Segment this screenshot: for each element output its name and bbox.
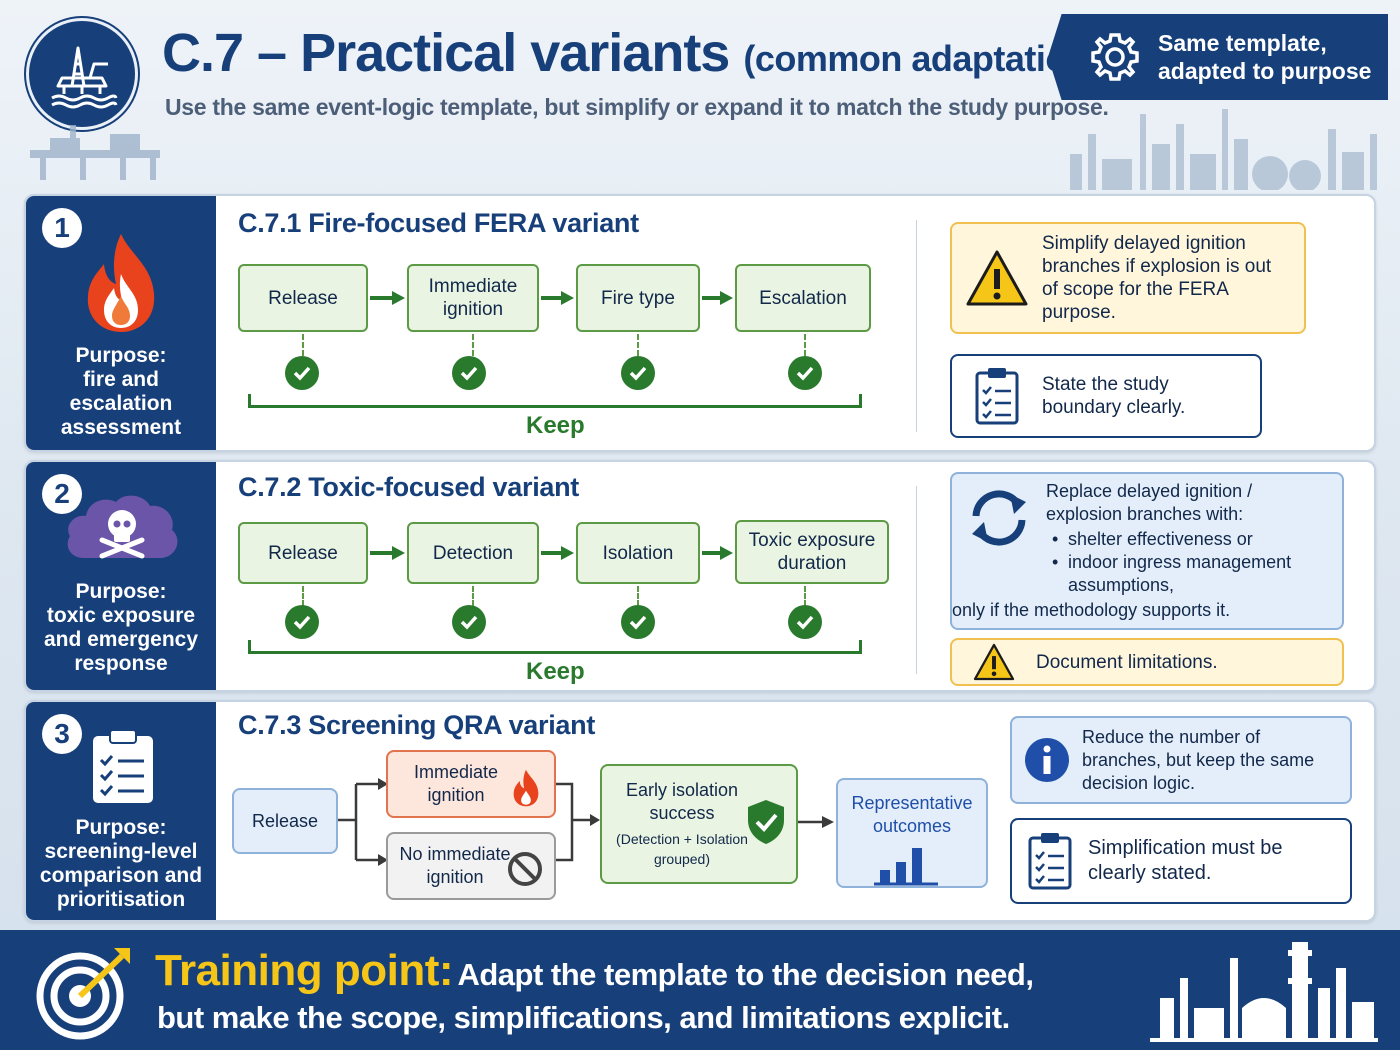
keep-label: Keep: [526, 412, 585, 439]
section-toxic-variant: 2 Purpose: toxic exposure and emergency …: [24, 460, 1376, 692]
page-subtitle: Use the same event-logic template, but s…: [165, 94, 1109, 120]
node-representative-outcomes: Representative outcomes: [836, 778, 988, 888]
section-number: 1: [42, 208, 82, 248]
section-sidebar: 3 Purpose: screening-level comparison an…: [26, 702, 216, 920]
check-icon: [285, 605, 319, 639]
note-simplify-delayed-ignition: Simplify delayed ignition branches if ex…: [950, 222, 1306, 334]
arrow-icon: [702, 546, 733, 560]
purpose-banner: Same template, adapted to purpose: [1048, 14, 1388, 100]
note-document-limitations: Document limitations.: [950, 638, 1344, 686]
step-immediate-ignition: Immediate ignition: [407, 264, 539, 332]
gear-icon: [1091, 33, 1139, 81]
warning-icon: [966, 250, 1028, 306]
refresh-icon: [972, 490, 1026, 546]
section-title: C.7.1 Fire-focused FERA variant: [238, 208, 639, 238]
note-replace-branches: Replace delayed ignition / explosion bra…: [950, 472, 1344, 630]
note-reduce-branches: Reduce the number of branches, but keep …: [1010, 716, 1352, 804]
keep-bracket: [248, 640, 862, 654]
node-immediate-ignition: Immediate ignition: [386, 750, 556, 818]
clipboard-icon: [1028, 833, 1072, 890]
warning-icon: [973, 643, 1015, 681]
section-sidebar: 1 Purpose: fire and escalation assessmen…: [26, 196, 216, 450]
page-title: C.7 – Practical variants (common adaptat…: [162, 23, 1120, 83]
info-icon: [1025, 738, 1069, 782]
section-title: C.7.2 Toxic-focused variant: [238, 472, 580, 502]
step-detection: Detection: [407, 522, 539, 584]
step-release: Release: [238, 522, 368, 584]
section-screening-qra-variant: 3 Purpose: screening-level comparison an…: [24, 700, 1376, 922]
offshore-platform-decoration: [30, 125, 160, 180]
clipboard-icon: [93, 729, 153, 803]
section-title: C.7.3 Screening QRA variant: [238, 710, 596, 740]
arrow-icon: [370, 291, 405, 305]
keep-label: Keep: [526, 658, 585, 685]
step-toxic-exposure-duration: Toxic exposure duration: [735, 520, 889, 584]
step-release: Release: [238, 264, 368, 332]
arrow-icon: [702, 291, 733, 305]
check-icon: [452, 605, 486, 639]
flame-icon: [513, 769, 539, 807]
arrow-icon: [370, 546, 405, 560]
header: C.7 – Practical variants (common adaptat…: [0, 0, 1400, 190]
training-point-label: Training point:: [155, 946, 454, 995]
oil-rig-icon: [26, 18, 138, 130]
flame-icon: [87, 234, 155, 332]
arrow-icon: [541, 546, 574, 560]
step-isolation: Isolation: [576, 522, 700, 584]
check-icon: [285, 356, 319, 390]
shield-check-icon: [748, 800, 784, 844]
section-fire-variant: 1 Purpose: fire and escalation assessmen…: [24, 194, 1376, 452]
refinery-skyline-decoration: [1070, 109, 1377, 190]
keep-bracket: [248, 394, 862, 408]
check-icon: [452, 356, 486, 390]
section-number: 3: [42, 714, 82, 754]
bar-chart-icon: [874, 848, 938, 886]
note-simplification-stated: Simplification must be clearly stated.: [1010, 818, 1352, 904]
toxic-cloud-icon: [67, 495, 178, 559]
check-icon: [621, 605, 655, 639]
node-no-immediate-ignition: No immediate ignition: [386, 832, 556, 900]
training-point-footer: Training point: Adapt the template to th…: [0, 930, 1400, 1050]
training-point-line1: Adapt the template to the decision need,: [457, 957, 1034, 992]
clipboard-icon: [975, 368, 1019, 425]
section-sidebar: 2 Purpose: toxic exposure and emergency …: [26, 462, 216, 690]
node-release: Release: [232, 788, 338, 854]
check-icon: [788, 356, 822, 390]
step-escalation: Escalation: [735, 264, 871, 332]
step-fire-type: Fire type: [576, 264, 700, 332]
check-icon: [788, 605, 822, 639]
training-point-line2: but make the scope, simplifications, and…: [157, 1000, 1010, 1035]
target-icon: [36, 948, 130, 1040]
branch-connectors: [336, 778, 834, 866]
check-icon: [621, 356, 655, 390]
arrow-icon: [541, 291, 574, 305]
note-study-boundary: State the study boundary clearly.: [950, 354, 1262, 438]
refinery-icon: [1150, 942, 1378, 1042]
no-icon: [508, 852, 542, 886]
section-number: 2: [42, 474, 82, 514]
node-early-isolation-success: Early isolation success (Detection + Iso…: [600, 764, 798, 884]
